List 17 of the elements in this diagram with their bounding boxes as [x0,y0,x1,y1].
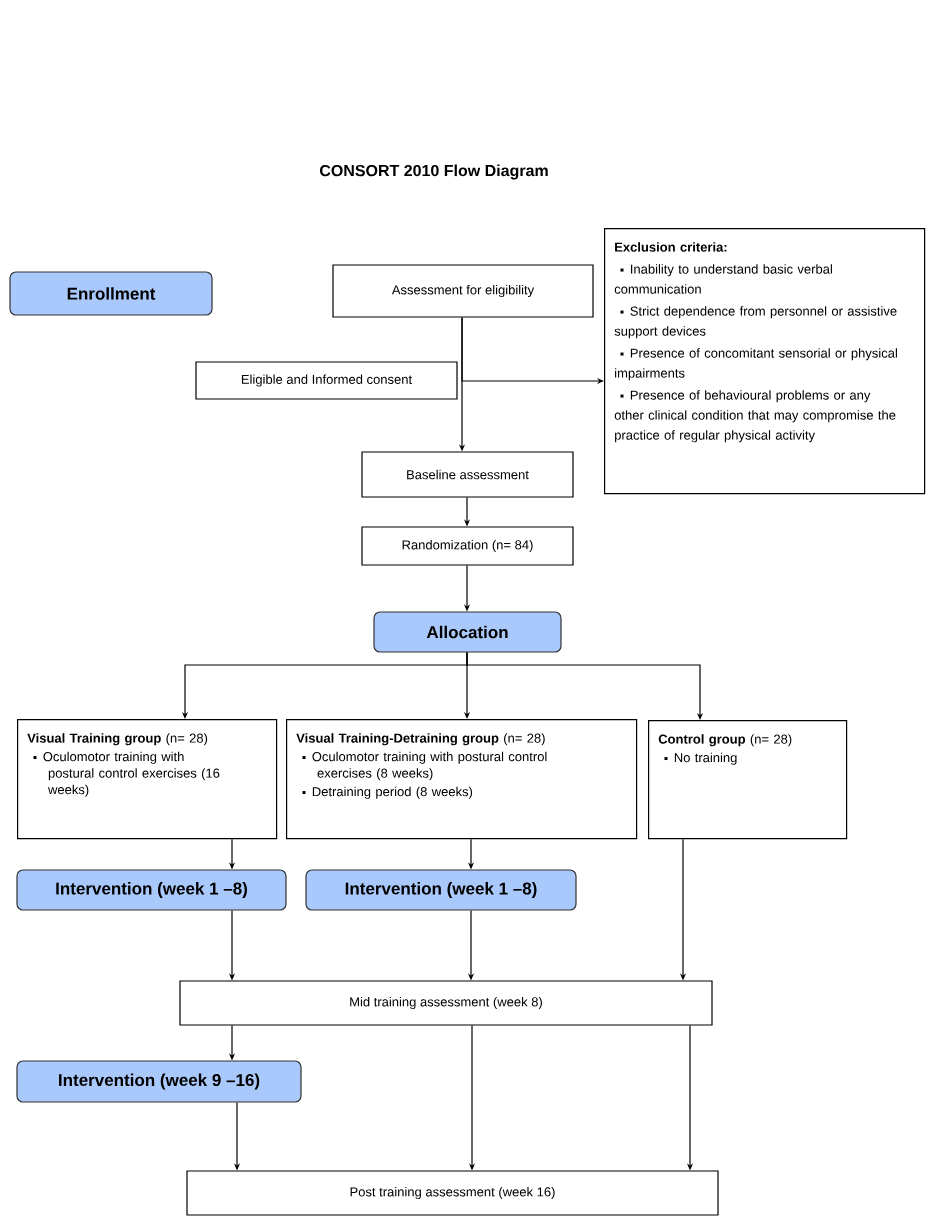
process-box: Eligible and Informed consent [195,361,458,400]
group-box: Visual Training-Detraining group (n= 28) Oculomotor training with postural control exercises (8 weeks) Detraining period (8 weeks) [286,719,638,840]
diagram-title: CONSORT 2010 Flow Diagram [319,164,548,180]
process-box: Post training assessment (week 16) [186,1170,719,1216]
stage-box: Enrollment [9,271,213,316]
criteria-box: Exclusion criteria: Inability to understand basic verbal communication Strict dependence from personnel or assistive support devices Presence of concomitant sensorial or physical impairments Presence of behavioural problems or any other clinical condition that may compromise the practice of regular physical activity [604,228,926,495]
stage-box: Intervention (week 9 –16) [16,1060,302,1103]
process-box: Mid training assessment (week 8) [179,980,713,1026]
process-box: Baseline assessment [361,451,574,498]
stage-box: Intervention (week 1 –8) [305,869,577,911]
group-box: Visual Training group (n= 28) Oculomotor training with postural control exercises (16 weeks) [17,719,278,840]
group-box: Control group (n= 28) No training [648,720,848,840]
stage-box: Allocation [373,611,562,653]
stage-box: Intervention (week 1 –8) [16,869,287,911]
process-box: Assessment for eligibility [332,264,594,318]
arrow [466,652,704,720]
process-box: Randomization (n= 84) [361,526,574,566]
